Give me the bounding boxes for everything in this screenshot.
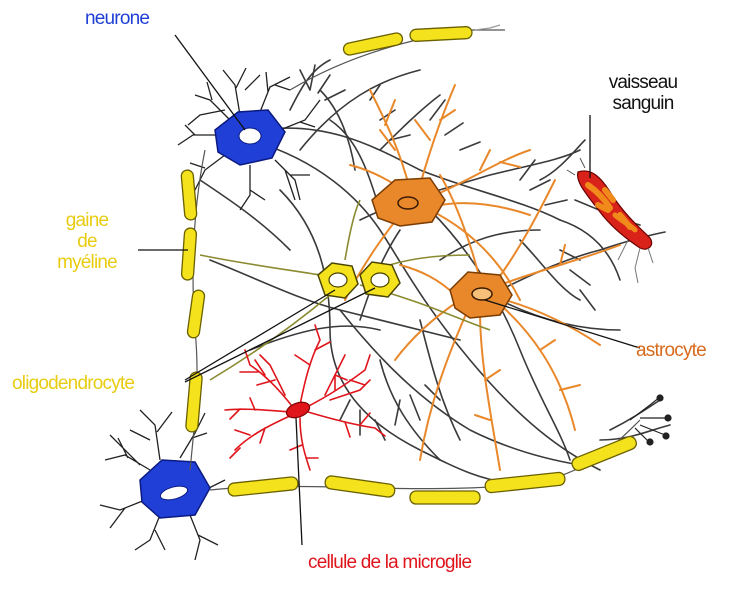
label-gaine-line2: de <box>42 231 132 252</box>
label-vaisseau-line2: sanguin <box>588 93 698 114</box>
label-neurone: neurone <box>85 8 149 29</box>
label-vaisseau-line1: vaisseau <box>588 72 698 93</box>
leader-neurone <box>175 35 245 130</box>
label-microglie: cellule de la microglie <box>308 552 471 573</box>
label-gaine-de-myeline: gaine de myéline <box>42 210 132 273</box>
blood-vessel <box>567 158 653 283</box>
myelin-sheath-segments <box>181 26 640 504</box>
neuron-bottom <box>100 410 225 560</box>
label-gaine-line3: myéline <box>42 252 132 273</box>
microglia-cell <box>225 325 385 470</box>
label-vaisseau-sanguin: vaisseau sanguin <box>588 72 698 114</box>
neuron-top <box>178 68 320 210</box>
leader-oligodendrocyte-2 <box>185 288 375 382</box>
label-astrocyte: astrocyte <box>636 340 706 361</box>
label-oligodendrocyte: oligodendrocyte <box>12 373 134 394</box>
label-gaine-line1: gaine <box>42 210 132 231</box>
